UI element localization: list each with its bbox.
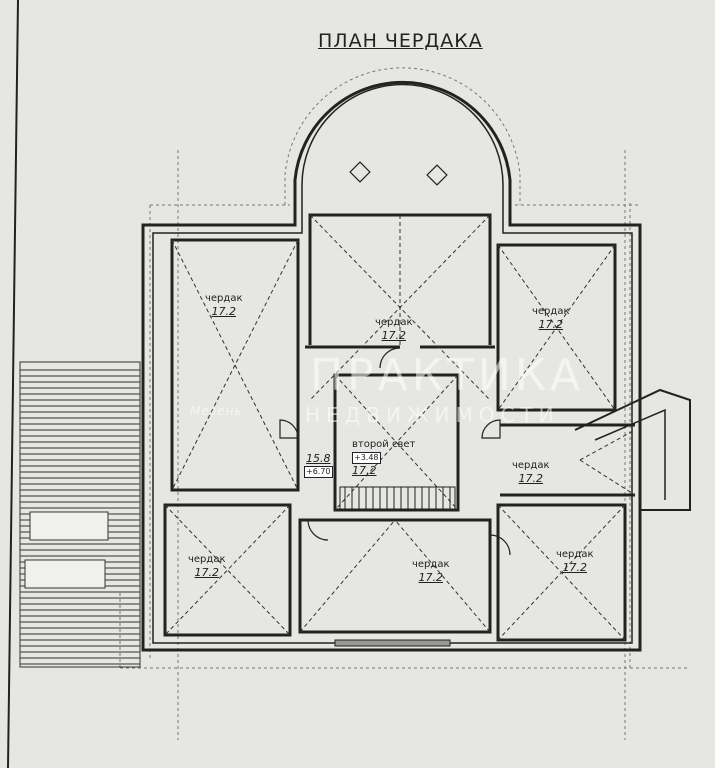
hall-label: 15.8+6.70 xyxy=(304,452,333,478)
watermark-text: ПРАКТИКА xyxy=(310,350,585,401)
watermark-subtext: НЕДВИЖИМОСТИ xyxy=(305,403,560,427)
watermark-logo: Мезень xyxy=(190,404,243,418)
plan-title: ПЛАН ЧЕРДАКА xyxy=(318,30,483,52)
